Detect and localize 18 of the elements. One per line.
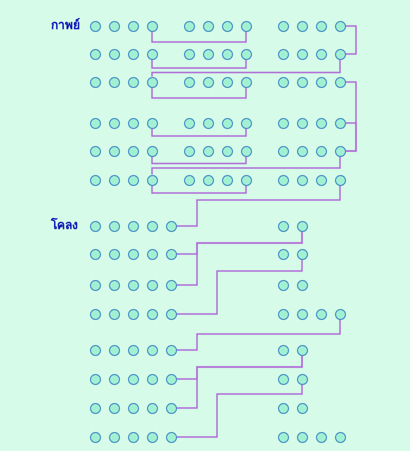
rhyme-line <box>346 122 357 152</box>
rhyme-line <box>346 25 357 55</box>
rhyme-line <box>176 260 303 315</box>
rhyme-line <box>151 60 247 69</box>
rhyme-line <box>176 232 303 286</box>
rhyme-line <box>151 156 247 164</box>
rhyme-line <box>176 356 303 409</box>
rhyme-line <box>151 128 247 137</box>
rhyme-line <box>176 384 303 438</box>
rhyme-line <box>176 320 341 351</box>
rhyme-line <box>151 88 247 99</box>
section-label: โคลง <box>51 217 78 233</box>
rhyme-line <box>151 156 341 174</box>
rhyme-line <box>151 60 341 76</box>
section-label: กาพย์ <box>51 17 80 33</box>
rhyme-line <box>151 32 247 43</box>
rhyme-line <box>151 186 247 194</box>
rhyme-line <box>176 186 341 227</box>
